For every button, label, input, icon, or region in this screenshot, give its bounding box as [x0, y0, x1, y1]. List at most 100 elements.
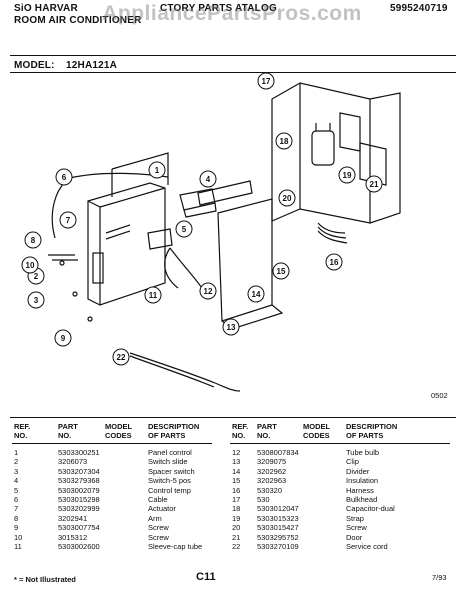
ref-no-cell: 8: [14, 513, 19, 523]
part-no-cell: 5303007754: [58, 523, 100, 533]
part-no-cell: 3015312: [58, 532, 88, 542]
part-no-cell: 5303270109: [257, 542, 299, 552]
callout-1: [148, 161, 166, 179]
part-no-cell: 5303015323: [257, 513, 299, 523]
col-description-right: DESCRIPTION OF PARTS: [346, 422, 398, 440]
page-number: C11: [196, 571, 216, 583]
header-rule-top: [10, 55, 456, 56]
model-label: MODEL:: [14, 60, 55, 71]
svg-text:2: 2: [34, 272, 39, 281]
description-cell: Panel control: [148, 448, 192, 457]
part-no-cell: 5303002079: [58, 485, 100, 495]
model-codes-cell: [105, 514, 148, 523]
svg-text:3: 3: [34, 296, 39, 305]
callout-9: [54, 329, 72, 347]
ref-no-cell: 18: [232, 504, 241, 514]
description-cell: Strap: [346, 513, 364, 523]
col-part-no-right: PART NO.: [257, 422, 277, 440]
col-part-no-left: PART NO.: [58, 422, 78, 440]
callout-6: [55, 168, 73, 186]
callout-7: [59, 211, 77, 229]
part-no-cell: 5303015298: [58, 495, 100, 505]
model-codes-cell: [105, 486, 148, 495]
table-row: 5 5303002079 Control temp: [14, 486, 202, 495]
table-top-rule: [10, 417, 456, 418]
part-no-cell: 5303279368: [58, 476, 100, 486]
callout-10: [21, 256, 39, 274]
ref-no-cell: 15: [232, 476, 241, 486]
description-cell: Screw: [148, 523, 169, 533]
ref-no-cell: 5: [14, 485, 19, 495]
svg-text:16: 16: [330, 258, 339, 267]
part-no-cell: 3202963: [257, 476, 287, 486]
col-model-codes-right: MODEL CODES: [303, 422, 331, 440]
description-cell: Clip: [346, 457, 359, 467]
description-cell: Control temp: [148, 485, 191, 495]
svg-text:4: 4: [206, 175, 211, 184]
footnote-not-illustrated: * = Not Illustrated: [14, 575, 76, 584]
ref-no-cell: 2: [14, 457, 19, 467]
exploded-parts-diagram: 1 2 3 4 5 6 7 8 9 10 11 12 13 14 15 16 1…: [21, 73, 401, 392]
model-codes-cell: [105, 542, 148, 551]
svg-text:19: 19: [343, 171, 352, 180]
ref-no-cell: 3: [14, 466, 19, 476]
part-no-cell: 5303012047: [257, 504, 299, 514]
description-cell: Switch slide: [148, 457, 188, 467]
model-codes-cell: [303, 476, 346, 485]
model-codes-cell: [105, 476, 148, 485]
header-rule-bottom: [10, 72, 456, 73]
model-value: 12HA121A: [66, 60, 118, 71]
callout-3: [27, 291, 45, 309]
description-cell: Cable: [148, 495, 168, 505]
col-description-left: DESCRIPTION OF PARTS: [148, 422, 200, 440]
description-cell: Insulation: [346, 476, 379, 486]
model-codes-cell: [105, 448, 148, 457]
col-model-codes-left: MODEL CODES: [105, 422, 133, 440]
description-cell: Tube bulb: [346, 448, 380, 457]
svg-text:7: 7: [66, 216, 71, 225]
model-codes-cell: [303, 467, 346, 476]
footer-date: 7/93: [432, 573, 447, 582]
description-cell: Harness: [346, 485, 374, 495]
description-cell: Screw: [148, 532, 169, 542]
header-left-line1: SiO HARVAR: [14, 3, 78, 14]
catalog-part-number: 5995240719: [390, 3, 448, 14]
model-codes-cell: [105, 495, 148, 504]
ref-no-cell: 21: [232, 532, 241, 542]
catalog-title: CTORY PARTS ATALOG: [160, 3, 277, 14]
part-no-cell: 5303207304: [58, 466, 100, 476]
model-codes-cell: [303, 448, 346, 457]
callout-13: [222, 318, 240, 336]
svg-text:17: 17: [262, 77, 271, 86]
ref-no-cell: 12: [232, 448, 241, 457]
svg-text:1: 1: [155, 166, 160, 175]
svg-text:15: 15: [277, 267, 286, 276]
part-no-cell: 5308007834: [257, 448, 299, 457]
svg-text:13: 13: [227, 323, 236, 332]
model-codes-cell: [303, 514, 346, 523]
ref-no-cell: 16: [232, 485, 241, 495]
model-codes-cell: [105, 533, 148, 542]
part-no-cell: 3202962: [257, 466, 287, 476]
callout-21: [365, 175, 383, 193]
table-row: 12 5308007834 Tube bulb: [232, 448, 395, 457]
model-codes-cell: [105, 457, 148, 466]
svg-text:20: 20: [283, 194, 292, 203]
part-no-cell: 5303295752: [257, 532, 299, 542]
model-codes-cell: [105, 523, 148, 532]
callout-15: [272, 262, 290, 280]
callout-12: [199, 282, 217, 300]
